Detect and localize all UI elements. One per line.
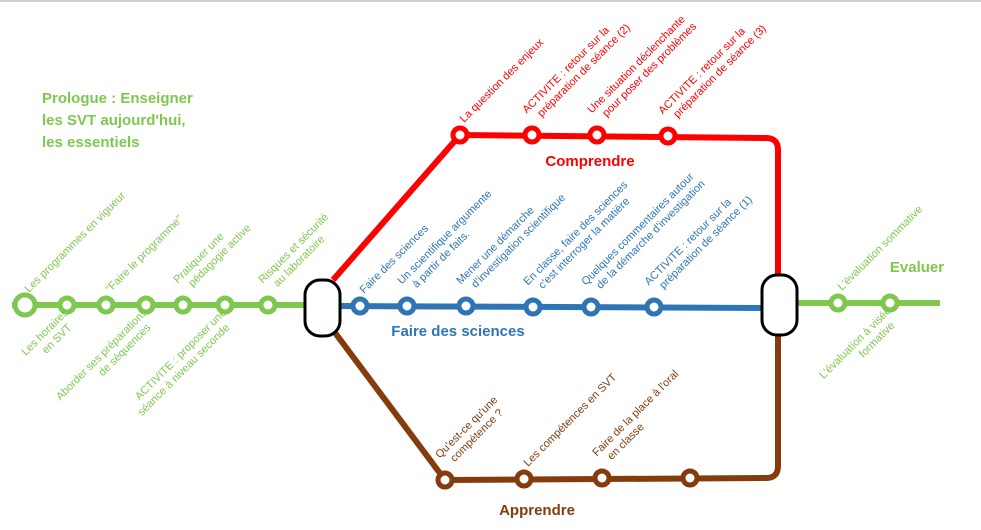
station-label-line: ACTIVITE : proposer une bbox=[133, 307, 229, 403]
station-label: La question des enjeux bbox=[458, 36, 547, 125]
top-border bbox=[0, 0, 981, 2]
prologue-title-line: Prologue : Enseigner bbox=[42, 90, 193, 107]
station-prologue[interactable] bbox=[258, 295, 278, 315]
station-label: L'évaluation sommative bbox=[836, 204, 926, 294]
station-evaluer[interactable] bbox=[828, 293, 848, 313]
station-label-line: "Faire le programme" bbox=[104, 213, 186, 295]
station-label-line: La question des enjeux bbox=[458, 36, 547, 125]
hub-end bbox=[760, 273, 799, 337]
prologue-title: Prologue : Enseigner les SVT aujourd'hui… bbox=[42, 88, 193, 154]
prologue-title-line: les SVT aujourd'hui, bbox=[42, 112, 186, 129]
station-faire[interactable] bbox=[397, 296, 417, 316]
station-comprendre[interactable] bbox=[658, 126, 678, 146]
station-faire[interactable] bbox=[644, 297, 664, 317]
evaluer-line-title: Evaluer bbox=[890, 259, 944, 276]
apprendre-line-title: Apprendre bbox=[499, 502, 575, 519]
apprendre-line bbox=[330, 328, 781, 483]
station-apprendre[interactable] bbox=[514, 469, 534, 489]
station-apprendre[interactable] bbox=[680, 468, 700, 488]
station-faire[interactable] bbox=[350, 296, 370, 316]
prologue-title-line: les essentiels bbox=[42, 134, 140, 151]
station-comprendre[interactable] bbox=[450, 125, 470, 145]
station-apprendre[interactable] bbox=[592, 468, 612, 488]
station-prologue[interactable] bbox=[96, 295, 116, 315]
station-faire[interactable] bbox=[456, 296, 476, 316]
comprendre-line-title: Comprendre bbox=[545, 153, 634, 170]
station-label-line: L'évaluation sommative bbox=[836, 204, 926, 294]
station-evaluer[interactable] bbox=[880, 293, 900, 313]
station-prologue[interactable] bbox=[215, 295, 235, 315]
station-apprendre[interactable] bbox=[435, 470, 455, 490]
station-prologue[interactable] bbox=[173, 295, 193, 315]
station-prologue[interactable] bbox=[57, 295, 77, 315]
faire-line-title: Faire des sciences bbox=[391, 323, 524, 340]
station-faire[interactable] bbox=[581, 297, 601, 317]
station-label-line: Aborder ses préparations bbox=[54, 307, 150, 403]
station-prologue[interactable] bbox=[136, 295, 156, 315]
station-label: "Faire le programme" bbox=[104, 213, 186, 295]
station-comprendre[interactable] bbox=[522, 125, 542, 145]
station-prologue[interactable] bbox=[12, 292, 38, 318]
hub-start bbox=[303, 278, 342, 338]
station-label-line: séance à niveau seconde bbox=[136, 322, 233, 419]
station-comprendre[interactable] bbox=[587, 125, 607, 145]
station-faire[interactable] bbox=[523, 297, 543, 317]
comprendre-line bbox=[330, 132, 781, 282]
